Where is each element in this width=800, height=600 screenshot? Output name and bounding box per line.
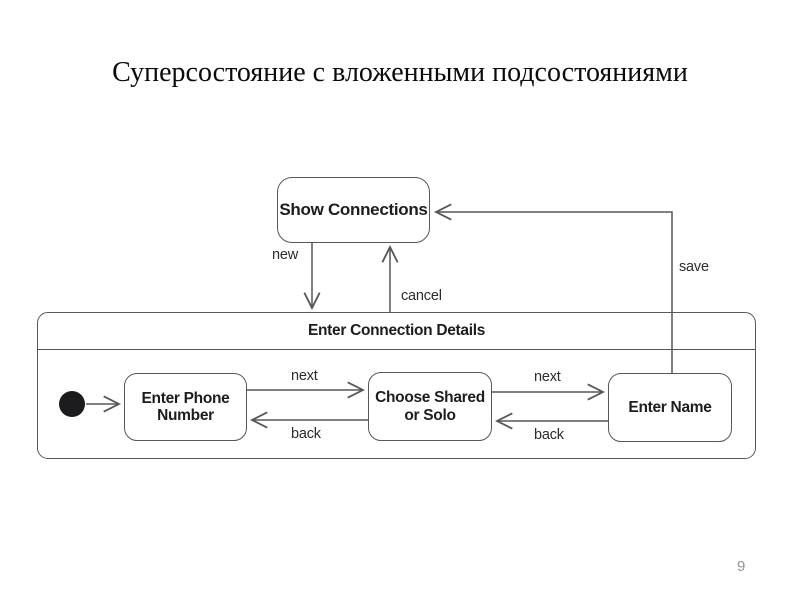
state-label-line1: Choose Shared [375, 389, 485, 407]
slide-title: Суперсостояние с вложенными подсостояния… [112, 57, 688, 88]
transition-label-next-1: next [291, 368, 318, 384]
state-label-line1: Enter Phone [141, 389, 230, 407]
state-label: Choose Shared or Solo [375, 389, 485, 424]
state-choose-shared-or-solo: Choose Shared or Solo [368, 372, 492, 441]
superstate-label: Enter Connection Details [307, 322, 486, 339]
state-label: Enter Phone Number [142, 390, 230, 425]
state-label-line2: or Solo [404, 406, 456, 424]
transition-label-save: save [679, 259, 709, 275]
state-enter-name: Enter Name [608, 373, 732, 442]
state-label: Enter Name [628, 398, 712, 416]
state-enter-phone-number: Enter Phone Number [124, 373, 247, 441]
state-show-connections: Show Connections [277, 177, 430, 243]
state-label-line2: Number [157, 407, 214, 424]
transition-label-new: new [272, 247, 298, 263]
page-number: 9 [737, 558, 746, 575]
transition-label-back-2: back [534, 427, 564, 443]
transition-label-cancel: cancel [401, 288, 442, 304]
transition-label-back-1: back [291, 426, 321, 442]
transition-label-next-2: next [534, 369, 561, 385]
state-label: Show Connections [279, 200, 428, 220]
superstate-title-compartment: Enter Connection Details [38, 313, 755, 350]
